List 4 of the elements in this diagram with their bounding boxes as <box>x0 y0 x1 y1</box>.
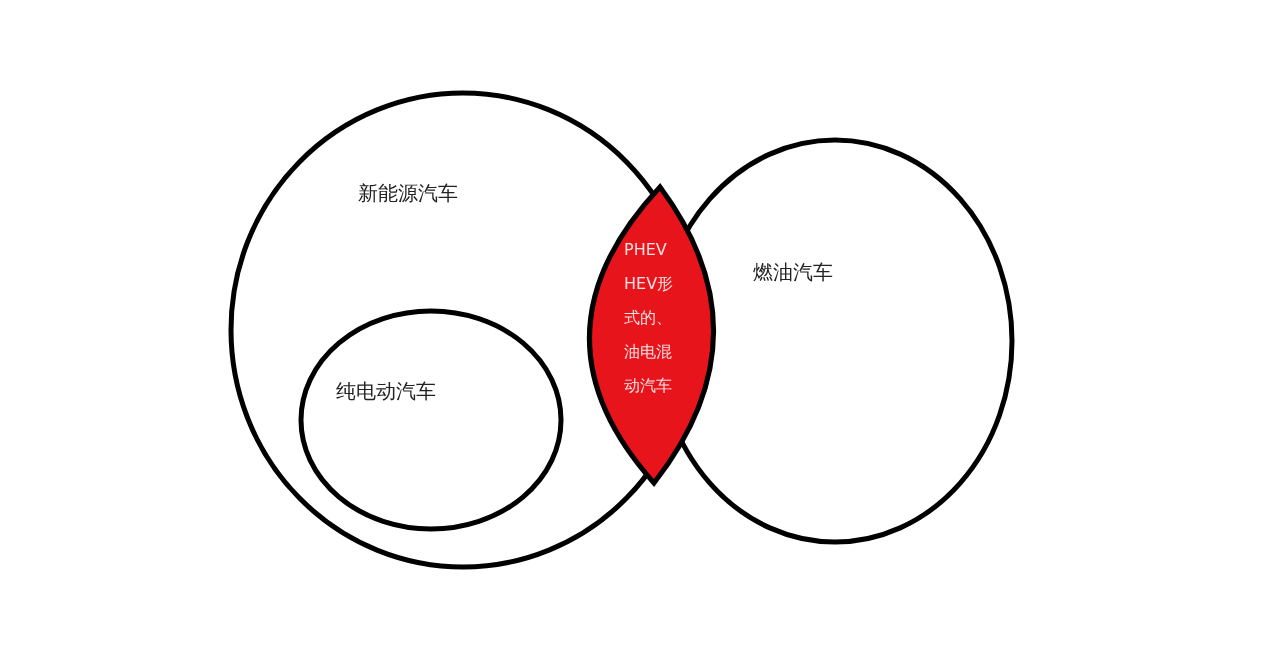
set-label: 燃油汽车 <box>753 259 834 286</box>
set-label: 纯电动汽车 <box>336 378 437 405</box>
set-label: 新能源汽车 <box>358 180 459 207</box>
set-label: PHEV HEV形式的、油电混动汽车 <box>624 239 674 397</box>
